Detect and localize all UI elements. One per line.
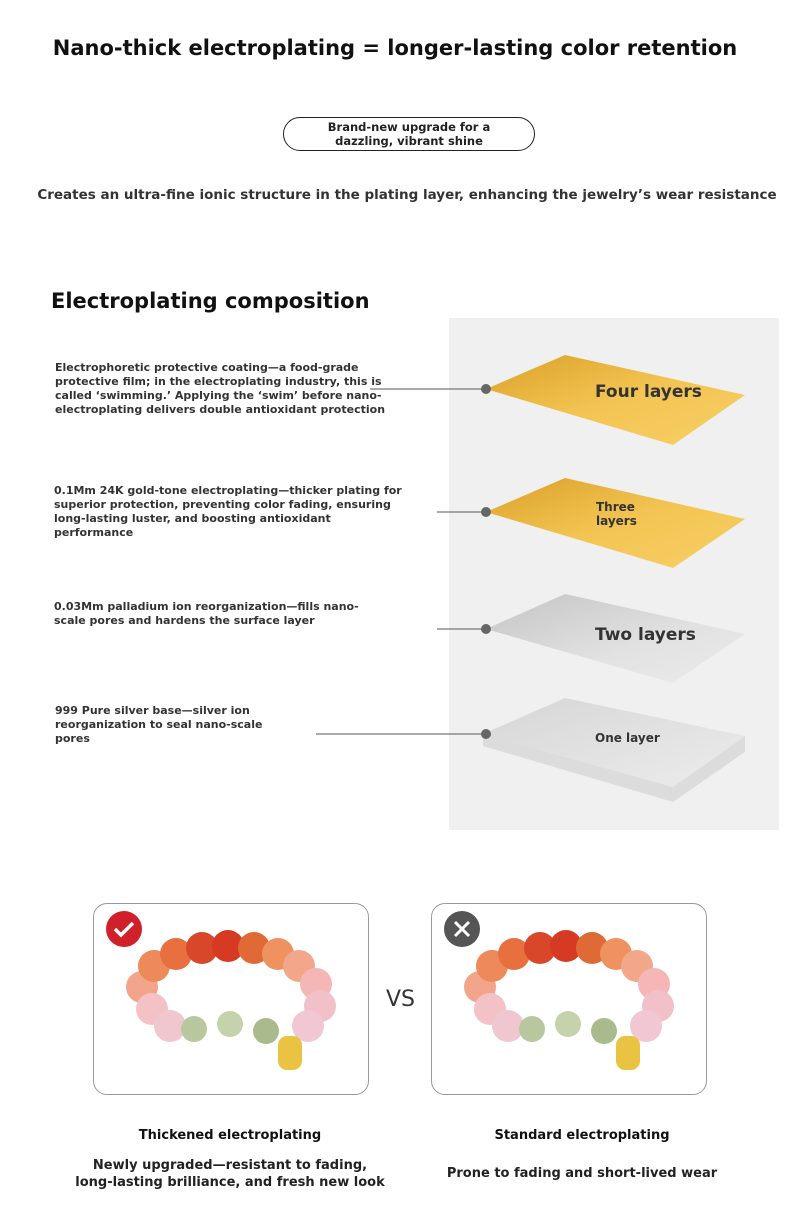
page-title: Nano-thick electroplating = longer-lasti… — [52, 36, 738, 60]
layer-two-label: Two layers — [595, 625, 696, 645]
layer-4-description: Electrophoretic protective coating—a foo… — [55, 361, 386, 416]
layer-one-plate — [483, 698, 745, 787]
standard-title: Standard electroplating — [494, 1128, 670, 1143]
subtitle: Creates an ultra-fine ionic structure in… — [37, 187, 777, 203]
thickened-title: Thickened electroplating — [138, 1128, 322, 1143]
thickened-description: Newly upgraded—resistant to fading, long… — [75, 1158, 385, 1190]
layer-three-plate — [486, 478, 745, 568]
bead — [238, 932, 270, 964]
bead — [212, 930, 244, 962]
jade-bead — [253, 1018, 279, 1044]
layer-three-label: Three layers — [596, 500, 637, 528]
connector-dot — [481, 729, 491, 739]
jade-bead — [181, 1016, 207, 1042]
connector-lines — [316, 388, 486, 735]
gold-charm — [278, 1036, 302, 1070]
layer-four-label: Four layers — [595, 382, 702, 402]
layers-diagram — [316, 355, 745, 802]
bead — [550, 930, 582, 962]
bracelet-image — [464, 930, 674, 1070]
bead — [292, 1010, 324, 1042]
bracelet-image — [126, 930, 336, 1070]
layer-four-plate — [486, 355, 745, 445]
jade-bead — [591, 1018, 617, 1044]
bead — [160, 938, 192, 970]
layer-3-description: 0.1Mm 24K gold-tone electroplating—thick… — [54, 484, 402, 539]
bead — [524, 932, 556, 964]
section-heading: Electroplating composition — [51, 289, 370, 313]
x-icon — [444, 911, 480, 947]
bead — [498, 938, 530, 970]
check-icon — [106, 911, 142, 947]
layer-one-side — [483, 734, 745, 802]
jade-bead — [217, 1011, 243, 1037]
layer-1-description: 999 Pure silver base—silver ion reorgani… — [55, 704, 263, 745]
vs-label: VS — [386, 987, 416, 1012]
jade-bead — [519, 1016, 545, 1042]
layer-one-label: One layer — [595, 731, 660, 745]
bead — [576, 932, 608, 964]
bead — [186, 932, 218, 964]
jade-bead — [555, 1011, 581, 1037]
gold-charm — [616, 1036, 640, 1070]
upgrade-badge-text: Brand-new upgrade for a dazzling, vibran… — [327, 120, 491, 148]
connector-dot — [481, 624, 491, 634]
bead — [630, 1010, 662, 1042]
connector-dot — [481, 507, 491, 517]
bead — [154, 1010, 186, 1042]
layer-2-description: 0.03Mm palladium ion reorganization—fill… — [54, 600, 359, 627]
standard-description: Prone to fading and short-lived wear — [446, 1166, 718, 1181]
layer-two-plate — [486, 594, 745, 683]
connector-dot — [481, 384, 491, 394]
upgrade-badge: Brand-new upgrade for a dazzling, vibran… — [283, 117, 535, 151]
bead — [492, 1010, 524, 1042]
